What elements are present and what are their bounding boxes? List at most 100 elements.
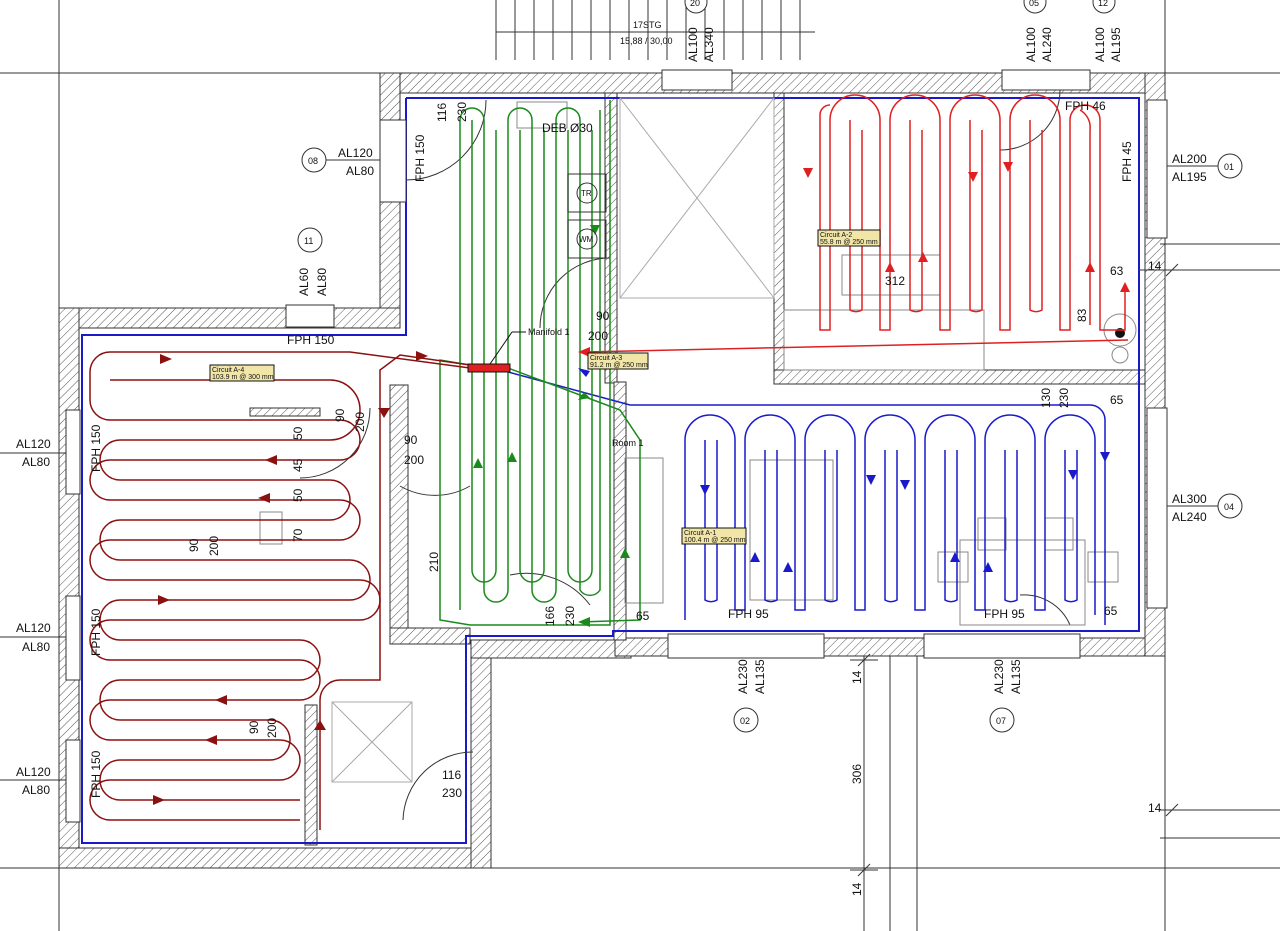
circuit-tag-a3[interactable]: Circuit A-3 91.2 m @ 250 mm — [587, 352, 649, 370]
svg-text:116: 116 — [435, 103, 449, 122]
window-left-2: AL120 AL80 — [0, 621, 66, 654]
svg-text:AL120: AL120 — [16, 765, 51, 779]
svg-text:65: 65 — [1104, 604, 1118, 618]
dryer: TR — [567, 173, 607, 213]
dimension-labels: 116 230 90 200 90 200 90 200 50 45 50 70… — [187, 102, 1162, 896]
svg-text:AL80: AL80 — [22, 455, 50, 469]
window-08: 08 AL120 AL80 — [301, 146, 380, 178]
svg-text:AL230: AL230 — [992, 659, 1006, 694]
stair-sublabel: 15,88 / 30,00 — [620, 36, 673, 46]
manifold-label: Manifold 1 — [528, 327, 570, 337]
manifold[interactable] — [467, 363, 511, 373]
dimension-ticks — [850, 243, 1280, 877]
svg-text:90: 90 — [404, 433, 418, 447]
window-01: 01 AL200 AL195 — [1167, 152, 1243, 184]
stair-label: 17STG — [633, 20, 662, 30]
svg-text:200: 200 — [265, 718, 279, 738]
shaft — [331, 97, 775, 783]
svg-text:AL120: AL120 — [338, 146, 373, 160]
opening-b-2: AL240 — [1040, 27, 1054, 62]
circuit-a1-pipe — [507, 371, 1106, 625]
svg-text:AL230: AL230 — [736, 659, 750, 694]
window-left-1: AL120 AL80 — [0, 437, 66, 469]
svg-text:AL120: AL120 — [16, 621, 51, 635]
manifold-leader — [489, 331, 513, 365]
window-02: 02 AL230 AL135 — [733, 659, 767, 733]
svg-text:02: 02 — [740, 716, 750, 726]
svg-text:AL120: AL120 — [16, 437, 51, 451]
svg-text:AL240: AL240 — [1172, 510, 1207, 524]
circuit-tag-a2[interactable]: Circuit A-2 55.8 m @ 250 mm — [817, 229, 881, 247]
svg-text:230: 230 — [1057, 388, 1071, 408]
svg-text:70: 70 — [291, 528, 305, 542]
svg-text:306: 306 — [850, 764, 864, 784]
svg-text:90: 90 — [596, 309, 610, 323]
opening-c-1: AL100 — [1093, 27, 1107, 62]
svg-text:50: 50 — [291, 488, 305, 502]
circuit-a2-name: Circuit A-2 — [820, 232, 852, 239]
svg-text:230: 230 — [563, 606, 577, 626]
svg-text:210: 210 — [427, 552, 441, 572]
svg-text:AL135: AL135 — [1009, 659, 1023, 694]
svg-text:90: 90 — [247, 720, 261, 734]
svg-text:130: 130 — [1039, 388, 1053, 408]
washing-machine: WM — [567, 219, 607, 259]
mark-05: 05 — [1023, 0, 1047, 14]
svg-text:05: 05 — [1029, 0, 1039, 8]
heated-zone-outline — [81, 97, 1140, 844]
fph-left-2: FPH 150 — [89, 608, 103, 656]
circuit-a4-pipe — [89, 351, 471, 830]
fph-95-b: FPH 95 — [984, 607, 1025, 621]
svg-text:01: 01 — [1224, 162, 1234, 172]
window-04: 04 AL300 AL240 — [1167, 492, 1243, 524]
fph-top-left: FPH 150 — [413, 134, 427, 182]
svg-text:230: 230 — [455, 102, 469, 122]
dryer-label: TR — [581, 189, 592, 198]
svg-text:11: 11 — [304, 236, 313, 246]
circuit-a1-name: Circuit A-1 — [684, 530, 716, 537]
flow-arrows — [153, 162, 1130, 805]
deb-label: DEB Ø30 — [542, 121, 593, 135]
svg-text:14: 14 — [1148, 259, 1162, 273]
svg-text:14: 14 — [850, 882, 864, 896]
circuit-a4-spec: 103.9 m @ 300 mm — [212, 374, 274, 381]
svg-text:200: 200 — [353, 412, 367, 432]
svg-text:08: 08 — [308, 156, 318, 166]
interior-walls — [249, 92, 1146, 846]
svg-text:230: 230 — [442, 786, 462, 800]
svg-text:AL60: AL60 — [297, 268, 311, 296]
circuit-a1-spec: 100.4 m @ 250 mm — [684, 537, 746, 544]
svg-text:45: 45 — [291, 458, 305, 472]
fph-small: FPH 150 — [287, 333, 335, 347]
washing-machine-label: WM — [579, 235, 594, 244]
svg-text:312: 312 — [885, 274, 905, 288]
svg-text:65: 65 — [636, 609, 650, 623]
svg-text:AL80: AL80 — [22, 783, 50, 797]
opening-a-1: AL100 — [686, 27, 700, 62]
svg-text:AL300: AL300 — [1172, 492, 1207, 506]
svg-text:200: 200 — [404, 453, 424, 467]
fph-95-a: FPH 95 — [728, 607, 769, 621]
svg-text:65: 65 — [1110, 393, 1124, 407]
circuit-tag-a4[interactable]: Circuit A-4 103.9 m @ 300 mm — [209, 364, 275, 382]
circuit-a2-spec: 55.8 m @ 250 mm — [820, 239, 878, 246]
svg-text:AL80: AL80 — [346, 164, 374, 178]
circuit-tag-a1[interactable]: Circuit A-1 100.4 m @ 250 mm — [681, 527, 747, 545]
svg-text:116: 116 — [442, 768, 461, 782]
svg-text:AL80: AL80 — [22, 640, 50, 654]
svg-text:14: 14 — [850, 670, 864, 684]
circuit-a3-name: Circuit A-3 — [590, 355, 622, 362]
svg-text:AL195: AL195 — [1172, 170, 1207, 184]
window-11: 11 AL60 AL80 — [297, 227, 329, 296]
window-left-3: AL120 AL80 — [0, 765, 66, 797]
svg-text:90: 90 — [333, 408, 347, 422]
svg-text:50: 50 — [291, 426, 305, 440]
circuit-a3-spec: 91.2 m @ 250 mm — [590, 362, 648, 369]
stair-treads — [495, 0, 815, 60]
svg-text:07: 07 — [996, 716, 1006, 726]
svg-text:12: 12 — [1098, 0, 1108, 8]
svg-text:200: 200 — [207, 536, 221, 556]
fph-left-1: FPH 150 — [89, 424, 103, 472]
svg-text:63: 63 — [1110, 264, 1124, 278]
